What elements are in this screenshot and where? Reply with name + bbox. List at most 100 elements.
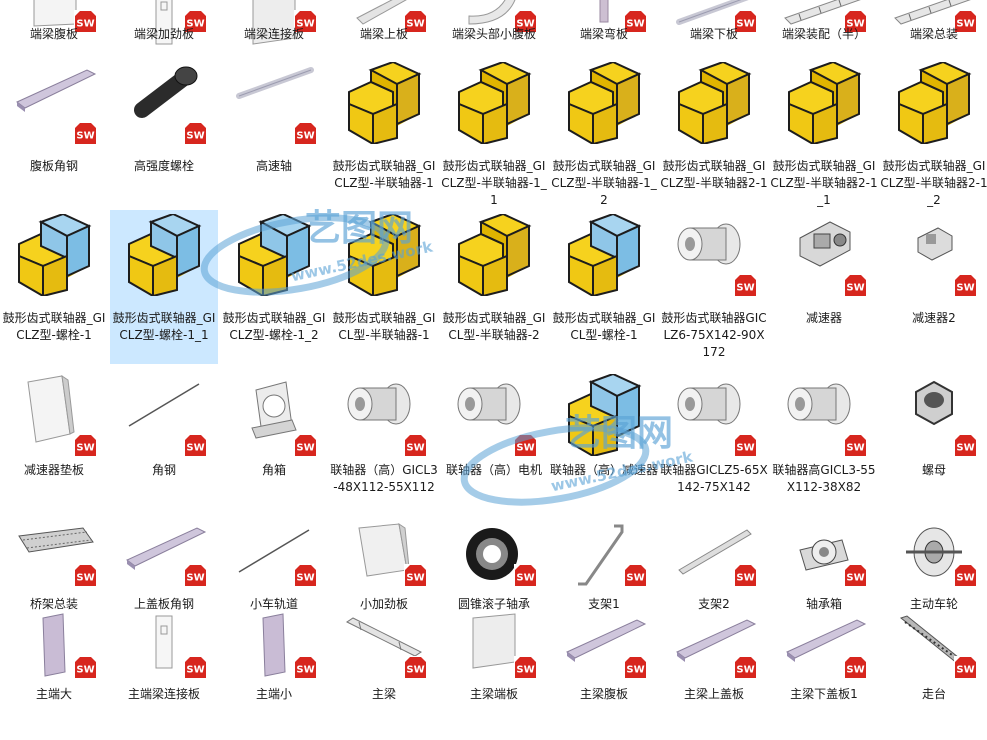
file-thumbnail[interactable] bbox=[770, 612, 878, 682]
file-thumbnail[interactable] bbox=[550, 0, 658, 36]
file-thumbnail[interactable] bbox=[330, 612, 438, 682]
file-thumbnail[interactable] bbox=[440, 58, 548, 152]
file-thumbnail[interactable] bbox=[660, 370, 768, 464]
file-thumbnail[interactable] bbox=[330, 0, 438, 36]
file-tile[interactable]: 鼓形齿式联轴器_GICLZ型-半联轴器-1_1 bbox=[440, 58, 548, 212]
file-thumbnail[interactable] bbox=[550, 58, 658, 152]
file-thumbnail[interactable] bbox=[110, 612, 218, 682]
file-thumbnail[interactable] bbox=[550, 520, 658, 590]
file-thumbnail[interactable] bbox=[660, 612, 768, 682]
file-tile[interactable]: 鼓形齿式联轴器_GICLZ型-半联轴器-1_2 bbox=[550, 58, 658, 212]
file-thumbnail[interactable] bbox=[550, 210, 658, 304]
file-tile[interactable]: 鼓形齿式联轴器_GICL型-半联轴器-1 bbox=[330, 210, 438, 364]
file-tile[interactable]: 鼓形齿式联轴器_GICLZ型-螺栓-1 bbox=[0, 210, 108, 364]
file-thumbnail[interactable] bbox=[110, 0, 218, 45]
file-thumbnail[interactable] bbox=[440, 210, 548, 304]
file-thumbnail[interactable] bbox=[220, 520, 328, 590]
file-thumbnail[interactable] bbox=[110, 210, 218, 304]
file-thumbnail[interactable] bbox=[110, 370, 218, 464]
file-thumbnail[interactable] bbox=[770, 370, 878, 464]
file-tile[interactable]: 联轴器（高）减速器 bbox=[550, 370, 658, 516]
file-thumbnail[interactable] bbox=[880, 210, 987, 304]
file-thumbnail[interactable] bbox=[330, 210, 438, 304]
file-thumbnail[interactable] bbox=[220, 210, 328, 304]
file-thumbnail[interactable] bbox=[0, 210, 108, 304]
file-thumbnail[interactable] bbox=[0, 520, 108, 590]
file-thumbnail[interactable] bbox=[880, 0, 987, 36]
file-thumbnail[interactable] bbox=[0, 370, 108, 464]
file-thumbnail[interactable] bbox=[550, 612, 658, 682]
file-thumbnail[interactable] bbox=[440, 370, 548, 464]
file-tile[interactable]: 鼓形齿式联轴器_GICL型-螺栓-1 bbox=[550, 210, 658, 364]
file-thumbnail[interactable] bbox=[550, 370, 658, 464]
file-thumbnail[interactable] bbox=[440, 0, 548, 36]
file-thumbnail[interactable] bbox=[660, 210, 768, 304]
file-thumbnail[interactable] bbox=[330, 58, 438, 152]
file-tile[interactable]: 鼓形齿式联轴器_GICLZ型-半联轴器2-1_2 bbox=[880, 58, 987, 212]
file-thumbnail[interactable] bbox=[110, 58, 218, 152]
file-thumbnail[interactable] bbox=[770, 58, 878, 152]
file-tile[interactable]: 鼓形齿式联轴器_GICLZ型-半联轴器2-1_1 bbox=[770, 58, 878, 212]
file-thumbnail[interactable] bbox=[880, 370, 987, 464]
file-thumbnail[interactable] bbox=[880, 520, 987, 590]
file-thumbnail[interactable] bbox=[660, 0, 768, 36]
file-thumbnail[interactable] bbox=[880, 58, 987, 152]
file-thumbnail[interactable] bbox=[770, 210, 878, 304]
file-thumbnail[interactable] bbox=[220, 58, 328, 152]
file-thumbnail[interactable] bbox=[770, 520, 878, 590]
file-tile[interactable]: 鼓形齿式联轴器_GICLZ型-半联轴器-1 bbox=[330, 58, 438, 212]
file-thumbnail[interactable] bbox=[330, 370, 438, 464]
file-thumbnail[interactable] bbox=[220, 612, 328, 682]
file-tile[interactable]: 鼓形齿式联轴器_GICLZ型-螺栓-1_1 bbox=[110, 210, 218, 364]
file-thumbnail[interactable] bbox=[440, 520, 548, 590]
file-thumbnail[interactable] bbox=[110, 520, 218, 590]
file-thumbnail[interactable] bbox=[660, 58, 768, 152]
file-thumbnail[interactable] bbox=[0, 612, 108, 682]
file-thumbnail[interactable] bbox=[220, 0, 328, 45]
file-tile[interactable]: 鼓形齿式联轴器_GICLZ型-半联轴器2-1 bbox=[660, 58, 768, 212]
file-thumbnail[interactable] bbox=[770, 0, 878, 36]
file-thumbnail[interactable] bbox=[660, 520, 768, 590]
file-thumbnail[interactable] bbox=[220, 370, 328, 464]
file-tile[interactable]: 鼓形齿式联轴器_GICL型-半联轴器-2 bbox=[440, 210, 548, 364]
